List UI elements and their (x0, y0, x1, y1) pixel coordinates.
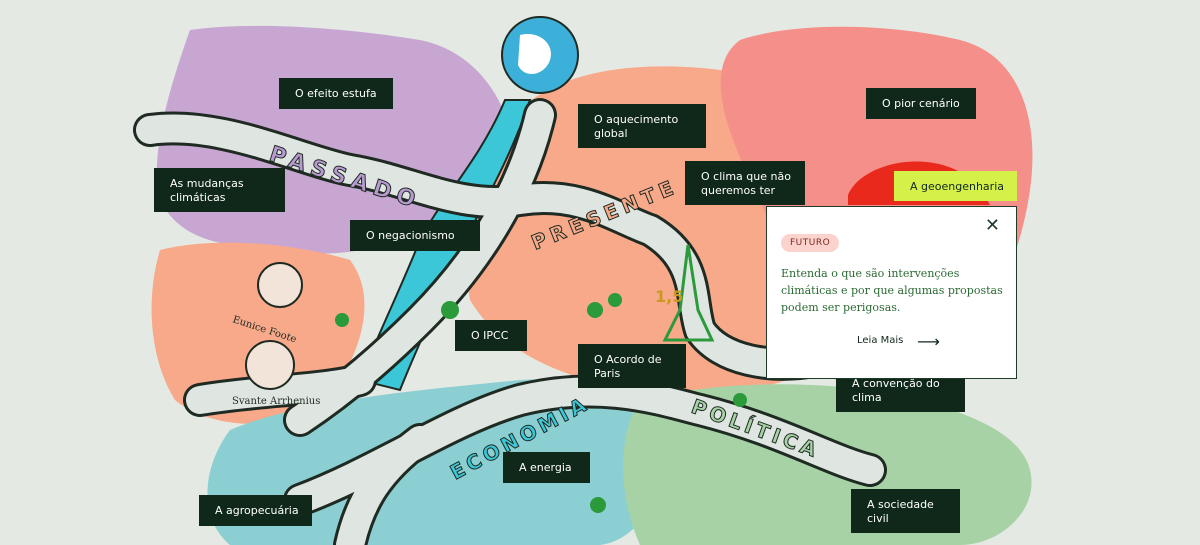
label-acordo-de-paris[interactable]: O Acordo de Paris (578, 344, 686, 388)
foote-portrait (257, 262, 303, 308)
sign-15: 1,5 (655, 287, 683, 306)
close-icon[interactable]: ✕ (984, 215, 1000, 236)
category-badge: FUTURO (781, 234, 840, 252)
label-energia[interactable]: A energia (503, 452, 590, 483)
arrow-right-icon[interactable]: ⟶ (917, 332, 940, 351)
eiffel-tower-illustration (662, 244, 715, 342)
arrhenius-caption: Svante Arrhenius (232, 396, 320, 407)
trees (335, 293, 747, 513)
arrhenius-portrait (245, 340, 295, 390)
label-sociedade-civil[interactable]: A sociedade civil (851, 489, 960, 533)
label-efeito-estufa[interactable]: O efeito estufa (279, 78, 393, 109)
popup-description: Entenda o que são intervenções climática… (781, 267, 1003, 314)
label-aquecimento-global[interactable]: O aquecimento global (578, 104, 706, 148)
label-agropecuaria[interactable]: A agropecuária (199, 495, 312, 526)
label-negacionismo[interactable]: O negacionismo (350, 220, 480, 251)
read-more-link[interactable]: Leia Mais (857, 335, 904, 346)
label-clima-que-nao-queremos[interactable]: O clima que não queremos ter (685, 161, 805, 205)
label-mudancas-climaticas[interactable]: As mudanças climáticas (154, 168, 285, 212)
geoengenharia-popup: ✕ FUTURO Entenda o que são intervenções … (766, 206, 1017, 379)
label-ipcc[interactable]: O IPCC (455, 320, 527, 351)
roads-fill (136, 101, 884, 545)
globe-land (518, 34, 551, 75)
label-pior-cenario[interactable]: O pior cenário (866, 88, 976, 119)
label-geoengenharia[interactable]: A geoengenharia (894, 171, 1017, 201)
